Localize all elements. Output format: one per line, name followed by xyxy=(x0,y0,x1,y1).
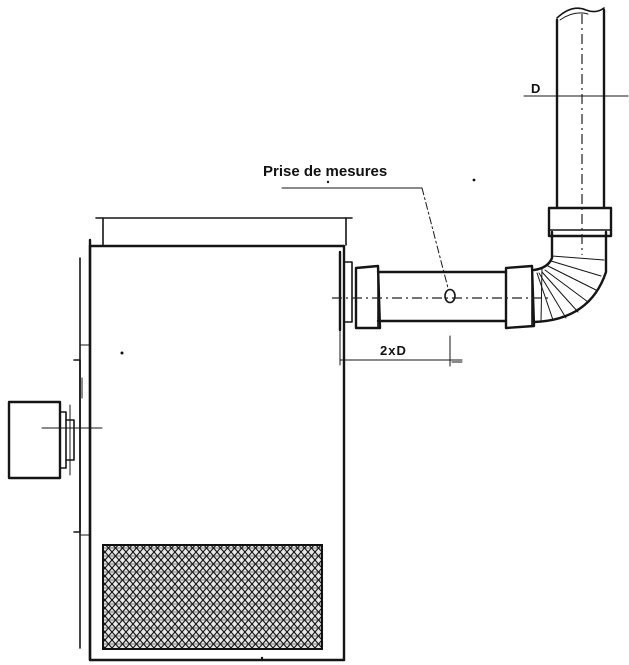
measurement-point-label: Prise de mesures xyxy=(263,163,387,180)
pipe-elbow xyxy=(532,230,608,324)
horizontal-flue-pipe xyxy=(332,264,548,330)
burner-unit xyxy=(7,377,103,480)
air-intake-grille xyxy=(102,544,323,650)
diameter-label: D xyxy=(531,81,541,96)
distance-label: 2xD xyxy=(380,343,407,358)
measurement-hole xyxy=(444,288,456,304)
measurement-leader xyxy=(281,178,476,289)
distance-dimension xyxy=(339,329,463,367)
vertical-flue-pipe xyxy=(523,7,629,255)
boiler-unit xyxy=(73,180,353,662)
